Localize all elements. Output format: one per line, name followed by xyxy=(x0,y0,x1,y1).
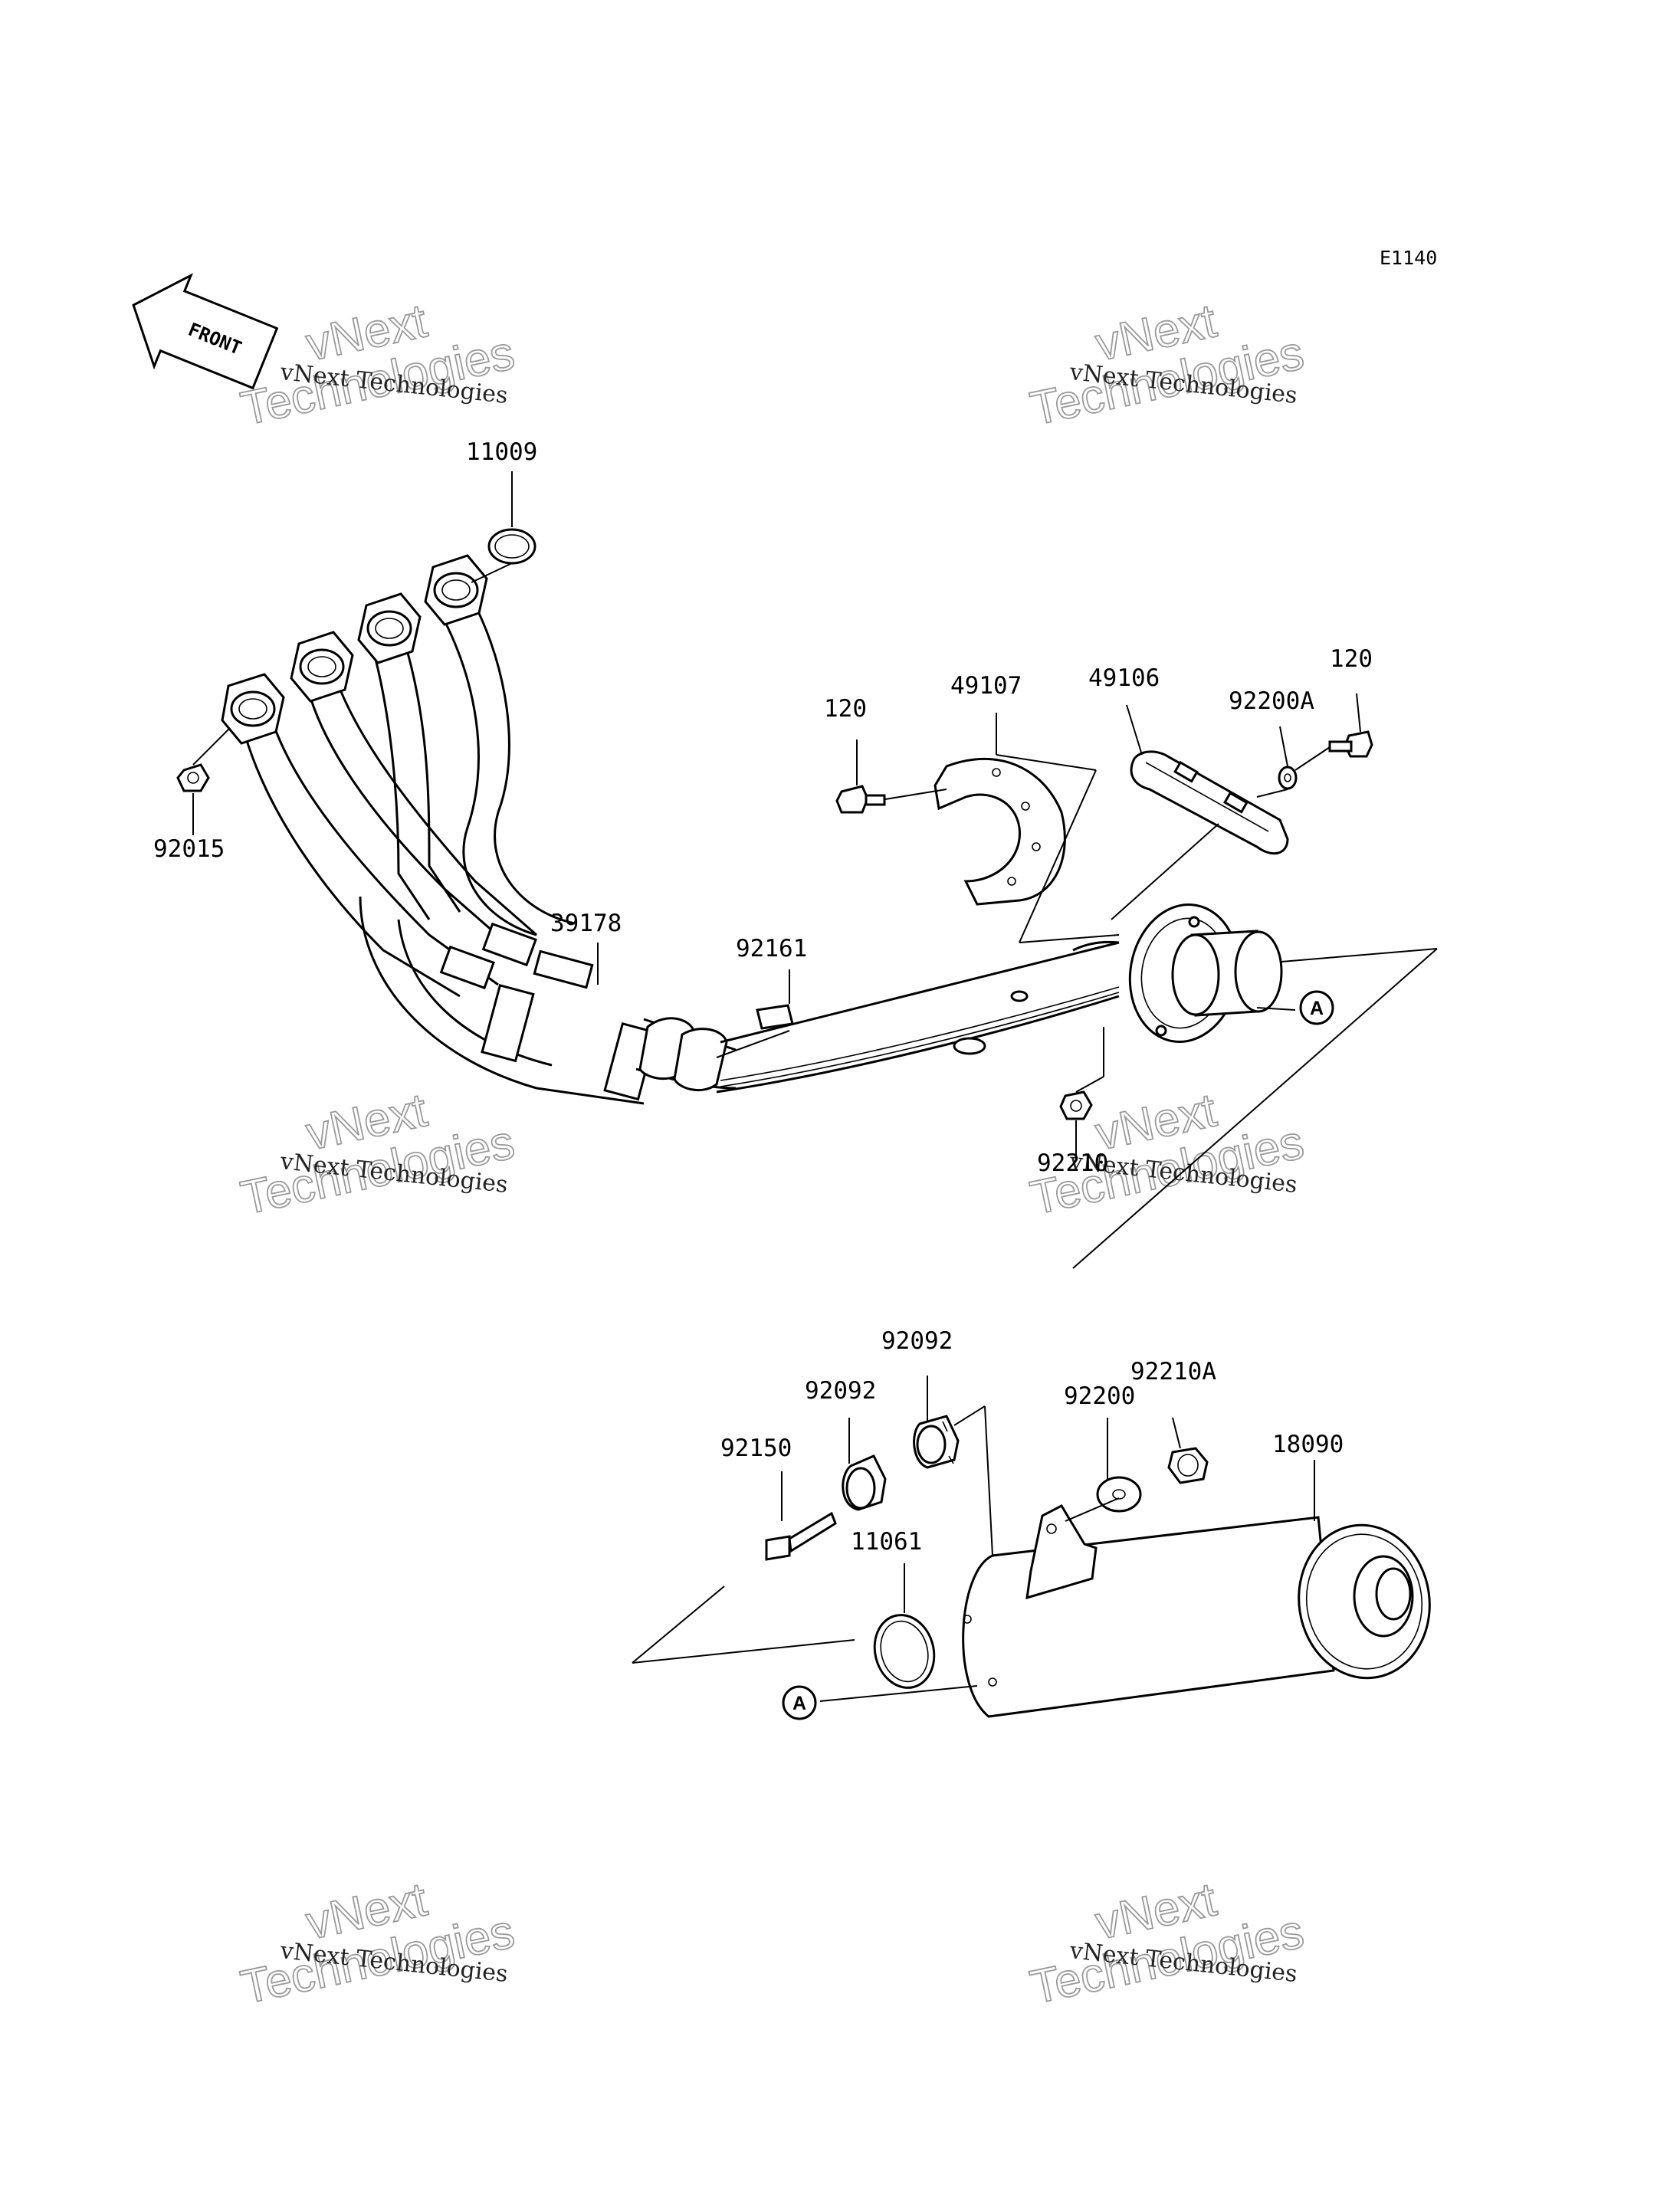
watermark: vNext Technologies vNext Technologies xyxy=(236,1083,520,1225)
exhaust-outlet-flange xyxy=(1128,903,1283,1043)
svg-text:A: A xyxy=(792,1693,806,1714)
heat-cover-49107 xyxy=(934,757,1066,906)
washer-92200a-icon xyxy=(1278,766,1298,790)
part-label: 11061 xyxy=(851,1528,922,1556)
damper-92092-lower-icon xyxy=(842,1454,887,1511)
part-label: 120 xyxy=(1330,645,1373,673)
part-label: 92015 xyxy=(153,835,225,863)
header-flange xyxy=(357,592,422,664)
watermark: vNext Technologies vNext Technologies xyxy=(1025,1872,1309,2015)
washer-92200-icon xyxy=(1096,1476,1142,1513)
nut-92210a-icon xyxy=(1167,1447,1209,1484)
exhaust-collector-pipe xyxy=(635,940,1120,1094)
part-label: 11009 xyxy=(466,438,537,466)
part-label: 49107 xyxy=(950,672,1022,700)
label-92161-icon xyxy=(756,1004,794,1030)
nut-92015-icon xyxy=(176,763,210,792)
watermark: vNext Technologies vNext Technologies xyxy=(236,1872,520,2015)
svg-text:A: A xyxy=(1310,998,1324,1019)
bolt-120-right-icon xyxy=(1328,730,1373,758)
header-flange xyxy=(290,631,354,703)
part-label: 92150 xyxy=(720,1435,792,1462)
svg-text:vNext: vNext xyxy=(1091,1084,1221,1160)
gasket-11009-icon xyxy=(487,528,536,565)
header-flange xyxy=(221,673,285,745)
ref-marker-a: A xyxy=(782,1685,817,1720)
heat-cover-49106 xyxy=(1130,750,1289,855)
part-label: 18090 xyxy=(1272,1431,1344,1458)
part-label: 49106 xyxy=(1088,664,1160,692)
exhaust-header-pipes xyxy=(221,554,658,1105)
damper-92092-upper-icon xyxy=(913,1415,960,1469)
muffler-18090 xyxy=(962,1504,1431,1718)
part-label: 92210 xyxy=(1037,1149,1108,1177)
part-label: 120 xyxy=(824,695,867,723)
bolt-120-left-icon xyxy=(835,785,886,814)
bolt-92150-icon xyxy=(765,1511,837,1561)
ref-marker-a: A xyxy=(1299,990,1334,1025)
diagram-code: E1140 xyxy=(1380,247,1437,269)
part-label: 92200A xyxy=(1229,687,1314,715)
front-arrow-icon: FRONT xyxy=(132,273,279,390)
part-label: 92092 xyxy=(805,1377,876,1405)
part-label: 92092 xyxy=(881,1327,953,1355)
part-label: 92200 xyxy=(1064,1382,1135,1410)
header-flange xyxy=(424,554,488,626)
nut-92210-icon xyxy=(1059,1090,1093,1120)
part-label: 92161 xyxy=(736,935,807,962)
part-label: 92210A xyxy=(1130,1358,1216,1385)
gasket-11061-icon xyxy=(873,1614,936,1689)
watermark: vNext Technologies vNext Technologies xyxy=(1025,293,1309,436)
leader-lines xyxy=(192,471,1438,1702)
part-label: 39178 xyxy=(550,910,622,937)
watermark: vNext Technologies vNext Technologies xyxy=(236,293,520,436)
